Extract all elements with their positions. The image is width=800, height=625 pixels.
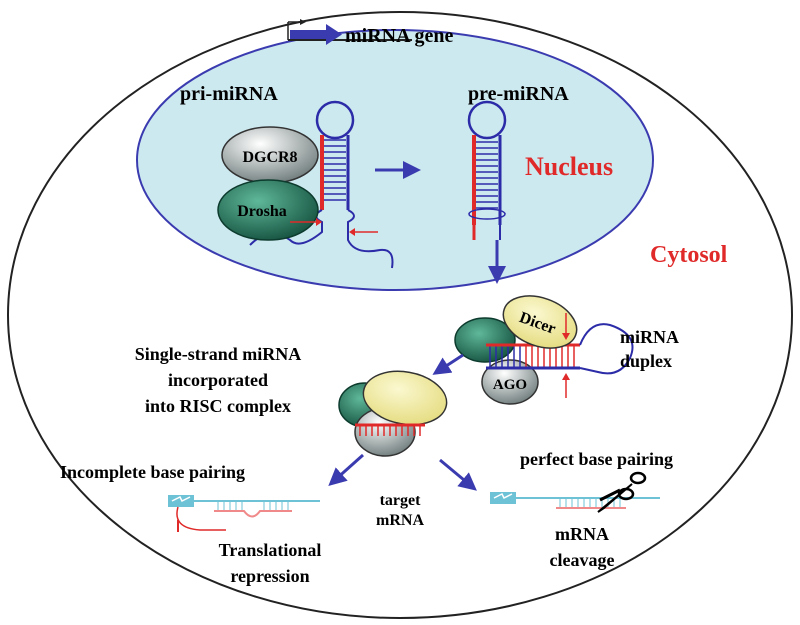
- scissors-icon: [597, 471, 647, 513]
- gene-arrow-icon: [287, 19, 412, 45]
- drosha-label: Drosha: [237, 203, 287, 220]
- risc-label-line3: into RISC complex: [145, 396, 291, 416]
- duplex-label-line1: miRNA: [620, 327, 679, 347]
- perfect-pairing-mrna: [490, 492, 660, 509]
- risc-complex: [338, 370, 448, 457]
- pre-mirna-hairpin: [467, 100, 507, 240]
- incomplete-label: Incomplete base pairing: [60, 462, 245, 482]
- cleavage-label-line1: mRNA: [555, 524, 609, 544]
- duplex-label-line2: duplex: [620, 351, 672, 371]
- ago-label: AGO: [493, 377, 527, 393]
- nucleus-label: Nucleus: [525, 152, 613, 181]
- drosha-protein: [217, 179, 319, 241]
- perfect-label: perfect base pairing: [520, 449, 673, 469]
- translational-label-line2: repression: [230, 566, 309, 586]
- target-label-line1: target: [380, 492, 422, 509]
- risc-label-line1: Single-strand miRNA: [135, 344, 302, 364]
- incomplete-pairing-mrna: [168, 495, 320, 532]
- target-label-line2: mRNA: [376, 512, 424, 529]
- pri-mirna-hairpin: [249, 100, 394, 269]
- pri-mirna-label: pri-miRNA: [180, 83, 278, 105]
- drosha-cleavage-arrows: [290, 218, 378, 236]
- translational-label-line1: Translational: [219, 540, 322, 560]
- to-incomplete-arrow: [328, 453, 364, 486]
- risc-label-line2: incorporated: [168, 370, 268, 390]
- dicer-to-risc-arrow: [432, 353, 464, 375]
- gene-label: miRNA gene: [345, 25, 453, 47]
- dicer-complex: [454, 295, 634, 405]
- to-perfect-arrow: [439, 458, 477, 491]
- cleavage-label-line2: cleavage: [550, 550, 615, 570]
- cytosol-label: Cytosol: [650, 242, 728, 268]
- pre-mirna-label: pre-miRNA: [468, 83, 569, 105]
- dgcr8-label: DGCR8: [242, 149, 297, 166]
